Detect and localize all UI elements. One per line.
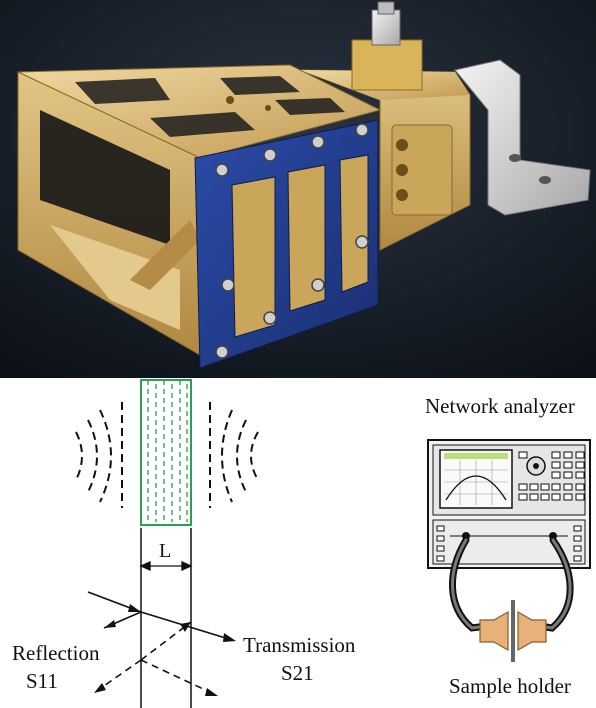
wavefront-right bbox=[221, 409, 233, 503]
thickness-label: L bbox=[159, 540, 172, 562]
sample-holder-label: Sample holder bbox=[449, 674, 571, 698]
holder-sample bbox=[511, 600, 515, 662]
waveguide-photo bbox=[0, 0, 596, 378]
analyzer-trace bbox=[445, 475, 507, 501]
holder-horn-right bbox=[517, 610, 547, 652]
steel-bracket bbox=[454, 59, 591, 216]
wavefront-left bbox=[75, 431, 83, 481]
transmission-param: S21 bbox=[281, 661, 314, 685]
sample-slab bbox=[140, 379, 192, 526]
holder-horn-left bbox=[479, 610, 509, 652]
transmission-label: Transmission bbox=[243, 633, 356, 657]
reflection-label: Reflection bbox=[12, 641, 100, 665]
sma-connector bbox=[351, 39, 423, 91]
reflection-param: S11 bbox=[26, 669, 58, 693]
network-analyzer-title: Network analyzer bbox=[425, 394, 575, 418]
